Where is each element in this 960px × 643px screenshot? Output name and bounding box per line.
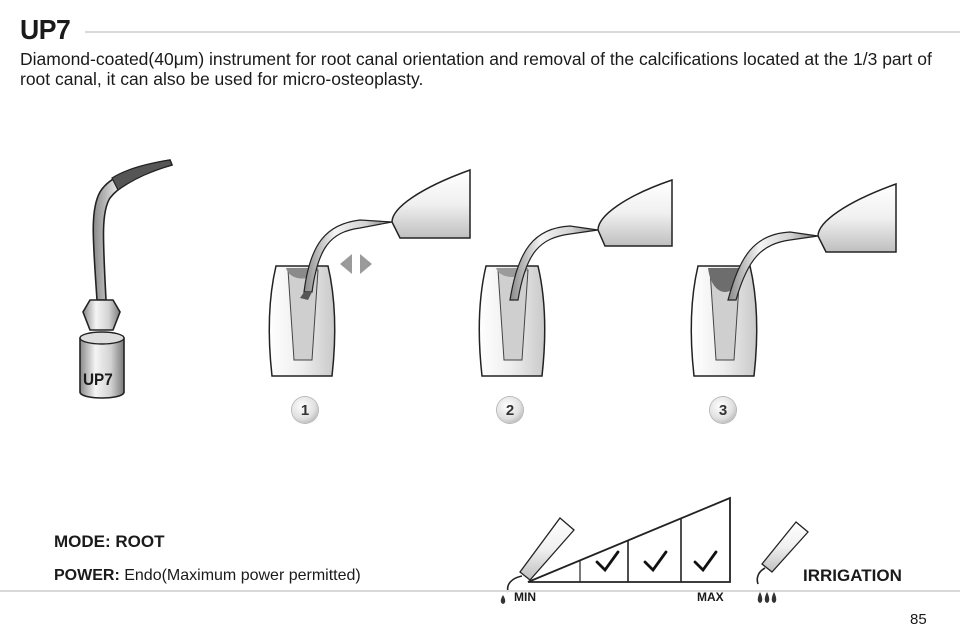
power-min-label: MIN [514, 590, 536, 604]
mode-label: MODE: ROOT [54, 532, 165, 551]
footer-divider [0, 590, 960, 592]
power-scale [500, 496, 731, 604]
irrigation-icon [756, 521, 809, 603]
up7-instrument-illustration [79, 159, 174, 399]
page-number: 85 [910, 611, 927, 628]
page-title: UP7 [20, 14, 71, 45]
step-number-1: 1 [292, 397, 318, 423]
water-drop-icon [757, 592, 763, 603]
instrument-description: Diamond-coated(40μm) instrument for root… [20, 49, 932, 89]
power-max-label: MAX [697, 590, 724, 604]
power-label: POWER: [54, 567, 120, 584]
title-divider [85, 31, 960, 33]
step-2-illustration [478, 178, 673, 377]
step-number-2: 2 [497, 397, 523, 423]
power-level-checkmarks [595, 550, 718, 573]
double-arrow-icon [340, 254, 372, 274]
step-number-3: 3 [710, 397, 736, 423]
step-1-illustration [268, 168, 471, 377]
step-3-illustration [690, 182, 897, 377]
instrument-tip-label: UP7 [83, 370, 113, 389]
irrigation-label: IRRIGATION [803, 566, 902, 585]
power-setting: POWER: Endo(Maximum power permitted) [54, 567, 361, 585]
power-value: Endo(Maximum power permitted) [119, 567, 361, 584]
